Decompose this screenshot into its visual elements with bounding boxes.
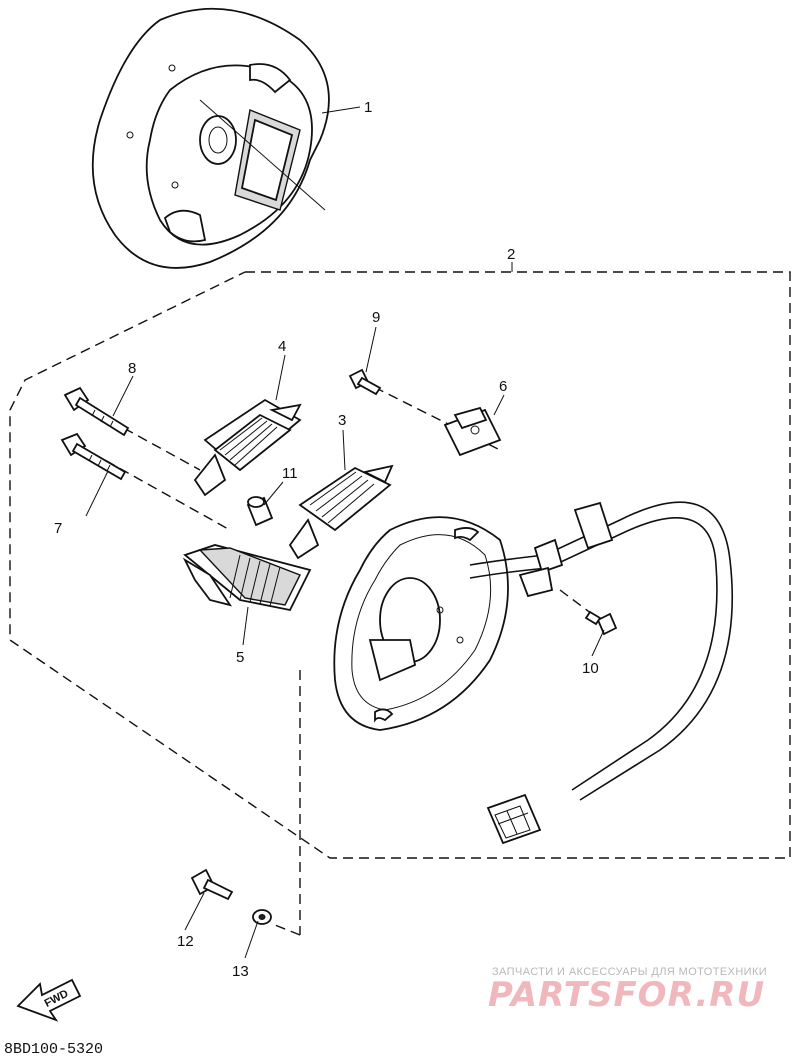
spacer-11[interactable] xyxy=(246,496,274,527)
stator-base-plate[interactable] xyxy=(333,516,509,731)
fwd-arrow-icon: FWD xyxy=(16,978,82,1022)
callout-2: 2 xyxy=(507,246,515,263)
bolt-7[interactable] xyxy=(60,432,127,481)
bolt-12[interactable] xyxy=(190,868,234,901)
screw-9[interactable] xyxy=(348,368,382,396)
callout-13: 13 xyxy=(232,963,249,980)
callout-numbers: 1 2 3 4 5 6 7 8 9 10 11 12 13 xyxy=(54,99,599,980)
wire-harness[interactable] xyxy=(469,501,734,801)
diagram-code: 8BD100-5320 xyxy=(4,1041,103,1058)
callout-8: 8 xyxy=(128,360,136,377)
callout-12: 12 xyxy=(177,933,194,950)
watermark-brand: PARTSFOR.RU xyxy=(488,975,765,1015)
screw-10[interactable] xyxy=(584,610,618,636)
callout-7: 7 xyxy=(54,520,62,537)
callout-9: 9 xyxy=(372,309,380,326)
wire-coupler[interactable] xyxy=(486,793,542,845)
callout-6: 6 xyxy=(499,378,507,395)
flywheel-rotor[interactable] xyxy=(91,7,330,269)
callout-3: 3 xyxy=(338,412,346,429)
washer-13[interactable] xyxy=(252,909,272,925)
callout-4: 4 xyxy=(278,338,286,355)
callout-11: 11 xyxy=(282,465,298,482)
watermark-subtitle: ЗАПЧАСТИ И АКСЕССУАРЫ ДЛЯ МОТОТЕХНИКИ xyxy=(492,966,767,978)
charge-coil-5[interactable] xyxy=(182,544,312,612)
callout-leaders xyxy=(85,106,605,959)
stator-assembly-outline xyxy=(9,262,791,859)
watermark: ЗАПЧАСТИ И АКСЕССУАРЫ ДЛЯ МОТОТЕХНИКИ PA… xyxy=(488,966,767,1015)
source-coil-4[interactable] xyxy=(193,398,302,497)
bolt-8[interactable] xyxy=(63,386,130,437)
callout-5: 5 xyxy=(236,649,244,666)
callout-10: 10 xyxy=(582,660,599,677)
callout-1: 1 xyxy=(364,99,372,116)
bracket-6[interactable] xyxy=(443,406,502,457)
source-coil-3[interactable] xyxy=(288,464,394,560)
